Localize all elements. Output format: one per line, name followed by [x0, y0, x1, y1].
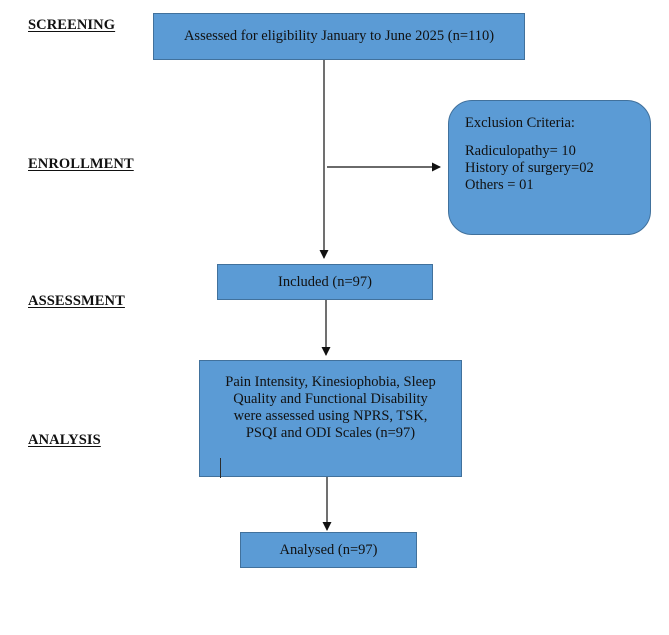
- eligibility-text: Assessed for eligibility January to June…: [183, 28, 495, 44]
- included-text: Included (n=97): [278, 273, 372, 290]
- assessment-line: PSQI and ODI Scales (n=97): [245, 425, 416, 441]
- analysed-text: Analysed (n=97): [279, 541, 378, 558]
- assessment-line: were assessed using NPRS, TSK,: [233, 408, 428, 424]
- stage-label-enrollment: ENROLLMENT: [28, 156, 134, 172]
- exclusion-item: Radiculopathy= 10: [465, 143, 576, 159]
- stage-label-analysis: ANALYSIS: [28, 432, 101, 448]
- assessment-detail-box: Pain Intensity, Kinesiophobia, Sleep Qua…: [199, 360, 462, 477]
- exclusion-item: History of surgery=02: [465, 160, 594, 176]
- text-cursor: [220, 458, 221, 478]
- assessment-line: Quality and Functional Disability: [233, 391, 428, 407]
- exclusion-item: Others = 01: [465, 177, 534, 193]
- exclusion-title: Exclusion Criteria:: [465, 115, 575, 131]
- assessment-line: Pain Intensity, Kinesiophobia, Sleep: [225, 374, 436, 390]
- eligibility-box: Assessed for eligibility January to June…: [153, 13, 525, 60]
- analysed-box: Analysed (n=97): [240, 532, 417, 568]
- exclusion-criteria-box: Exclusion Criteria: Radiculopathy= 10 Hi…: [448, 100, 651, 235]
- stage-label-screening: SCREENING: [28, 17, 116, 33]
- included-box: Included (n=97): [217, 264, 433, 300]
- stage-label-assessment: ASSESSMENT: [28, 293, 125, 309]
